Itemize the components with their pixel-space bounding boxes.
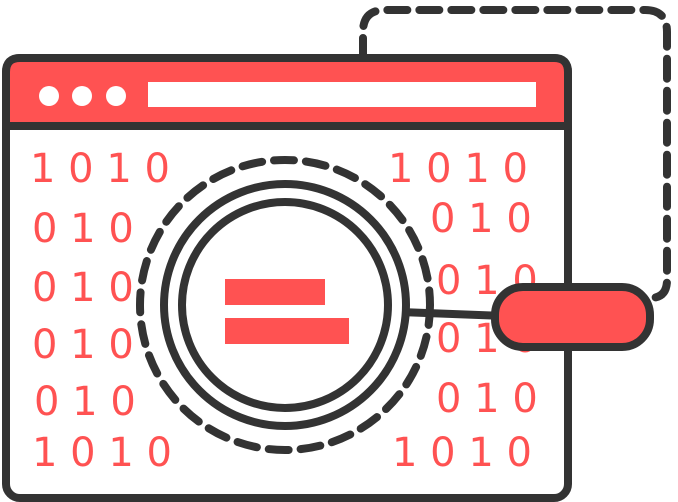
address-bar — [148, 82, 536, 107]
binary-right: 1 0 1 0 0 1 0 0 1 0 0 1 0 0 1 0 1 0 1 0 — [388, 146, 538, 476]
binary-left-line-4: 0 1 0 — [32, 322, 134, 368]
binary-right-line-1: 1 0 1 0 — [388, 146, 528, 192]
binary-left: 1 0 1 0 0 1 0 0 1 0 0 1 0 0 1 0 1 0 1 0 — [30, 146, 172, 476]
binary-left-line-3: 0 1 0 — [32, 265, 134, 311]
magnifier-shaft — [396, 308, 509, 320]
binary-left-line-1: 1 0 1 0 — [30, 146, 170, 192]
magnifying-glass-icon — [136, 156, 509, 454]
lens-bar-top — [225, 279, 325, 305]
magnifier-handle-icon — [491, 283, 654, 351]
binary-right-line-2: 0 1 0 — [430, 196, 532, 242]
binary-left-line-5: 0 1 0 — [34, 379, 136, 425]
titlebar-dot-3 — [106, 86, 126, 106]
binary-right-line-6: 1 0 1 0 — [392, 430, 532, 476]
titlebar-dot-1 — [39, 86, 59, 106]
binary-left-line-2: 0 1 0 — [32, 206, 134, 252]
binary-right-line-5: 0 1 0 — [436, 376, 538, 422]
lens-bar-bottom — [225, 318, 349, 344]
dashed-cable-icon — [359, 6, 671, 302]
titlebar-dot-2 — [72, 86, 92, 106]
binary-left-line-6: 1 0 1 0 — [32, 430, 172, 476]
